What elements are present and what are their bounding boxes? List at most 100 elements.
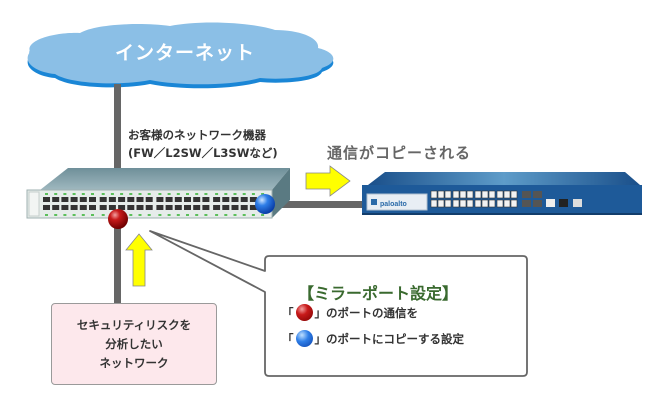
customer-device-label-line1: お客様のネットワーク機器 <box>128 128 266 142</box>
switch-port <box>108 205 116 210</box>
firewall-port <box>466 190 474 199</box>
port-led <box>138 193 142 195</box>
port-led <box>224 214 228 216</box>
firewall-port <box>430 190 438 199</box>
sfp-port <box>533 200 542 207</box>
firewall-port <box>474 199 482 208</box>
switch-port <box>70 197 78 202</box>
switch-port <box>145 197 153 202</box>
switch-port <box>108 197 116 202</box>
bracket-open: 「 <box>282 305 294 320</box>
firewall-port <box>481 199 489 208</box>
downlink-cable <box>114 228 121 304</box>
switch-port <box>145 205 153 210</box>
firewall-port <box>496 190 504 199</box>
source-port-red[interactable] <box>108 209 128 229</box>
port-led <box>242 193 246 195</box>
firewall-port <box>510 190 518 199</box>
firewall-port <box>503 190 511 199</box>
port-led <box>204 193 208 195</box>
customer-device-label-line2: (FW／L2SW／L3SWなど) <box>128 146 278 160</box>
port-led <box>81 193 85 195</box>
switch-port <box>174 197 182 202</box>
switch-port <box>118 197 126 202</box>
port-led <box>158 193 162 195</box>
analysis-network-box: セキュリティリスクを 分析したい ネットワーク <box>51 303 217 385</box>
port-led <box>72 214 76 216</box>
port-led <box>186 214 189 216</box>
switch-port <box>127 197 135 202</box>
port-led <box>101 193 105 195</box>
switch-port <box>89 197 96 202</box>
firewall-port <box>444 190 452 199</box>
port-led <box>45 193 48 195</box>
switch-port <box>79 205 87 210</box>
network-switch <box>26 168 290 219</box>
firewall-port <box>488 199 496 208</box>
firewall-port <box>452 190 460 199</box>
port-led <box>101 214 105 216</box>
switch-port <box>231 205 239 210</box>
uplink-cable <box>114 84 121 174</box>
switch-port <box>127 205 135 210</box>
port-led <box>215 193 219 195</box>
switch-port <box>52 205 60 210</box>
switch-port <box>184 205 191 210</box>
sfp-port <box>522 191 531 198</box>
switch-port <box>249 205 257 210</box>
switch-port <box>202 197 210 202</box>
mgmt-port <box>546 199 555 207</box>
port-led <box>204 214 208 216</box>
customer-device-label: お客様のネットワーク機器 (FW／L2SW／L3SWなど) <box>128 126 278 162</box>
paloalto-firewall: paloalto <box>362 172 642 215</box>
port-led <box>91 214 94 216</box>
switch-port <box>240 197 248 202</box>
switch-port <box>156 205 164 210</box>
red-ball-icon <box>295 304 313 321</box>
callout-line-mirror: 「 」のポートにコピーする設定 <box>282 330 464 347</box>
switch-port <box>136 197 144 202</box>
port-led <box>147 193 151 195</box>
port-led <box>72 193 76 195</box>
port-led <box>224 193 228 195</box>
port-led <box>138 214 142 216</box>
switch-port <box>156 197 164 202</box>
internet-cloud <box>27 22 334 89</box>
port-led <box>81 214 85 216</box>
switch-port <box>240 205 248 210</box>
switch-port <box>193 197 201 202</box>
firewall-port <box>481 190 489 199</box>
mgmt-port <box>559 199 568 207</box>
firewall-port <box>459 190 467 199</box>
switch-port <box>222 197 230 202</box>
switch-port <box>52 197 60 202</box>
switch-port <box>213 197 221 202</box>
switch-port <box>61 197 69 202</box>
internet-label: インターネット <box>114 42 255 64</box>
switch-port <box>89 205 96 210</box>
switch-port <box>136 205 144 210</box>
switch-port <box>165 205 173 210</box>
switch-port <box>43 197 50 202</box>
firewall-port <box>430 199 438 208</box>
firewall-port <box>437 190 445 199</box>
port-led <box>129 214 133 216</box>
port-led <box>147 214 151 216</box>
traffic-arrow-icon <box>125 233 153 287</box>
mirror-port-blue[interactable] <box>255 194 275 214</box>
port-led <box>120 193 124 195</box>
firewall-port <box>459 199 467 208</box>
sfp-port <box>522 200 531 207</box>
firewall-port <box>503 199 511 208</box>
callout-line1-text: 」のポートの通信を <box>314 305 419 320</box>
port-led <box>233 193 237 195</box>
port-led <box>251 214 255 216</box>
copy-label: 通信がコピーされる <box>327 144 472 162</box>
callout-line2-text: 」のポートにコピーする設定 <box>314 331 465 346</box>
port-led <box>251 193 255 195</box>
copy-arrow-icon <box>305 165 351 197</box>
switch-port <box>118 205 126 210</box>
analysis-network-line3: ネットワーク <box>99 355 169 370</box>
switch-port <box>231 197 239 202</box>
